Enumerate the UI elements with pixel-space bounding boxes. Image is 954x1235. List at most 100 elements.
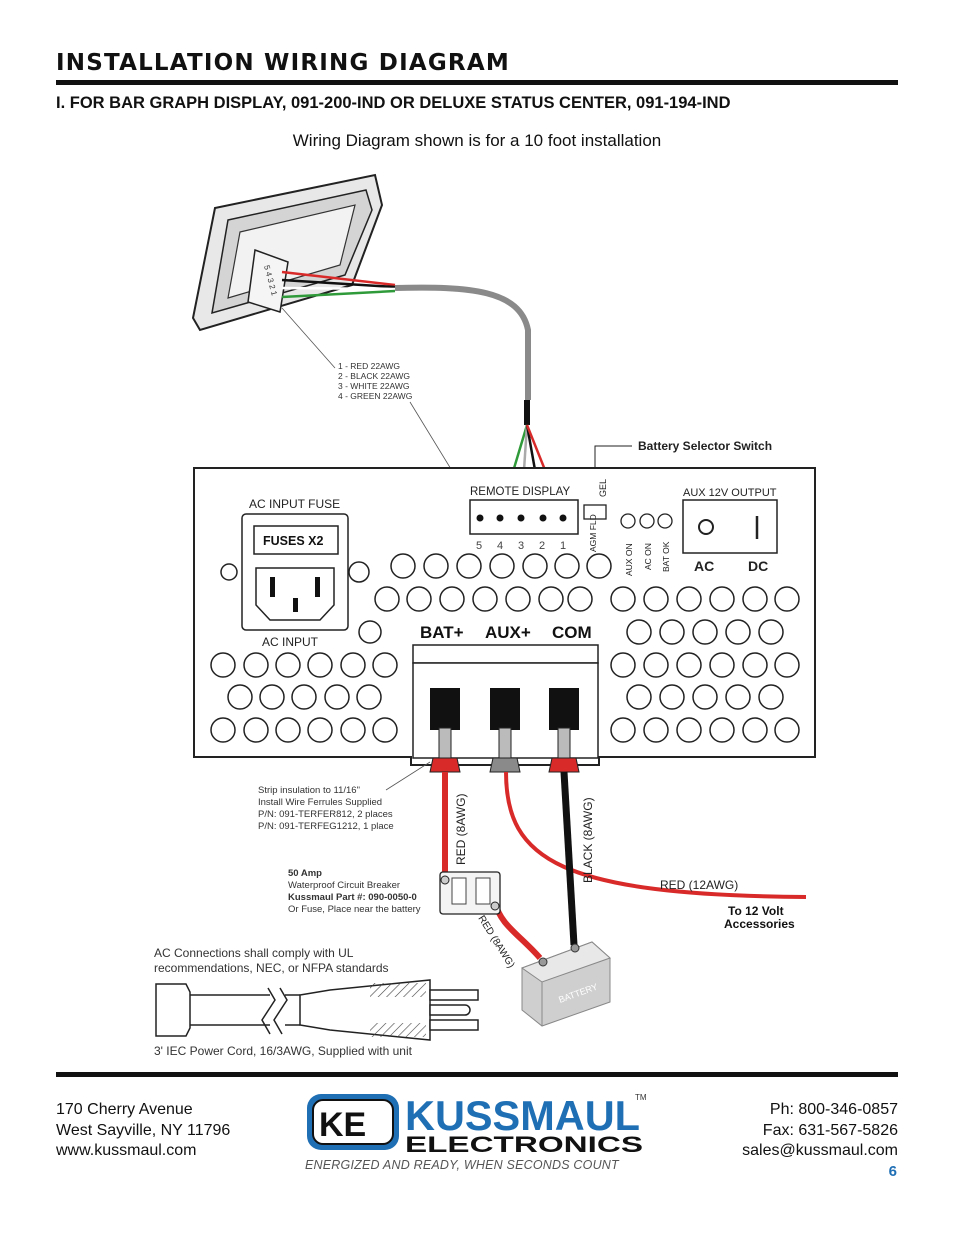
vent-hole bbox=[725, 619, 751, 645]
fax-number: Fax: 631-567-5826 bbox=[762, 1121, 898, 1139]
svg-text:Or Fuse, Place near the batter: Or Fuse, Place near the battery bbox=[288, 904, 421, 915]
agm-fld-label: AGM FLD bbox=[588, 514, 598, 552]
svg-text:KUSSMAUL: KUSSMAUL bbox=[405, 1092, 640, 1139]
ac-input-fuse-label: AC INPUT FUSE bbox=[249, 497, 340, 511]
svg-text:1 - RED 22AWG: 1 - RED 22AWG bbox=[338, 361, 400, 371]
battery: BATTERY bbox=[520, 941, 611, 1027]
vent-hole bbox=[709, 717, 735, 743]
vent-hole bbox=[489, 553, 515, 579]
accessories-label-2: Accessories bbox=[724, 917, 795, 931]
charger-panel bbox=[193, 467, 816, 766]
ac-note: AC Connections shall comply with UL reco… bbox=[154, 946, 389, 975]
svg-text:4: 4 bbox=[497, 540, 503, 552]
email-link[interactable]: sales@kussmaul.com bbox=[742, 1142, 898, 1159]
red-8awg-diag-label: RED (8AWG) bbox=[475, 914, 516, 970]
fuses-label: FUSES X2 bbox=[263, 534, 323, 548]
fuse-holder bbox=[253, 525, 339, 555]
accessories-label-1: To 12 Volt bbox=[728, 904, 784, 918]
status-leds bbox=[620, 513, 673, 529]
vent-hole bbox=[709, 652, 735, 678]
svg-text:AC Connections shall comply wi: AC Connections shall comply with UL bbox=[154, 946, 354, 960]
vent-hole bbox=[643, 717, 669, 743]
breaker-note: 50 Amp Waterproof Circuit Breaker Kussma… bbox=[288, 868, 421, 915]
mount-hole bbox=[358, 620, 382, 644]
vent-hole bbox=[406, 586, 432, 612]
svg-text:2 - BLACK 22AWG: 2 - BLACK 22AWG bbox=[338, 371, 410, 381]
svg-text:Waterproof Circuit Breaker: Waterproof Circuit Breaker bbox=[288, 880, 400, 891]
vent-hole bbox=[340, 717, 366, 743]
vent-hole bbox=[522, 553, 548, 579]
vent-holes bbox=[210, 553, 800, 743]
battery-selector-label: Battery Selector Switch bbox=[638, 439, 772, 453]
connector-pin-numbers: 5 4 3 2 1 bbox=[476, 540, 566, 552]
vent-hole bbox=[423, 553, 449, 579]
cord-note: 3' IEC Power Cord, 16/3AWG, Supplied wit… bbox=[154, 1044, 413, 1058]
red-8awg-label: RED (8AWG) bbox=[454, 793, 468, 865]
vent-hole bbox=[709, 586, 735, 612]
vent-hole bbox=[643, 586, 669, 612]
vent-hole bbox=[340, 652, 366, 678]
logo-tagline: ENERGIZED AND READY, WHEN SECONDS COUNT bbox=[305, 1158, 619, 1172]
aux-on-label: AUX ON bbox=[624, 543, 634, 576]
black-8awg-wire bbox=[560, 771, 578, 946]
vent-hole bbox=[626, 619, 652, 645]
website-link[interactable]: www.kussmaul.com bbox=[56, 1142, 197, 1159]
svg-text:ELECTRONICS: ELECTRONICS bbox=[405, 1132, 643, 1157]
vent-hole bbox=[659, 684, 685, 710]
display-wires bbox=[281, 270, 396, 299]
com-label: COM bbox=[552, 623, 592, 642]
vent-hole bbox=[758, 619, 784, 645]
vent-hole bbox=[259, 684, 285, 710]
vent-hole bbox=[243, 652, 269, 678]
terminal-aux bbox=[489, 688, 521, 773]
vent-hole bbox=[643, 652, 669, 678]
vent-hole bbox=[324, 684, 350, 710]
vent-hole bbox=[626, 684, 652, 710]
vent-hole bbox=[390, 553, 416, 579]
vent-hole bbox=[210, 652, 236, 678]
vent-hole bbox=[676, 652, 702, 678]
ac-input-label: AC INPUT bbox=[262, 635, 319, 649]
vent-hole bbox=[372, 652, 398, 678]
vent-hole bbox=[610, 652, 636, 678]
vent-hole bbox=[275, 717, 301, 743]
strip-note: Strip insulation to 11/16" Install Wire … bbox=[258, 785, 394, 832]
vent-hole bbox=[774, 717, 800, 743]
section-subtitle: I. FOR BAR GRAPH DISPLAY, 091-200-IND OR… bbox=[56, 94, 731, 112]
red-12awg-wire bbox=[504, 771, 807, 899]
ac-label: AC bbox=[694, 558, 714, 574]
vent-hole bbox=[610, 586, 636, 612]
terminal-bat bbox=[429, 688, 461, 773]
vent-hole bbox=[307, 652, 333, 678]
vent-hole bbox=[676, 586, 702, 612]
diagram-caption: Wiring Diagram shown is for a 10 foot in… bbox=[292, 131, 662, 150]
vent-hole bbox=[758, 684, 784, 710]
svg-text:KE: KE bbox=[319, 1106, 366, 1144]
terminal-com bbox=[548, 688, 580, 773]
vent-hole bbox=[291, 684, 317, 710]
vent-hole bbox=[439, 586, 465, 612]
vent-hole bbox=[356, 684, 382, 710]
vent-hole bbox=[659, 619, 685, 645]
svg-text:Kussmaul Part #: 090-0050-0: Kussmaul Part #: 090-0050-0 bbox=[288, 892, 417, 903]
city-line: West Sayville, NY 11796 bbox=[56, 1121, 231, 1139]
svg-text:5: 5 bbox=[476, 540, 482, 552]
bat-plus-label: BAT+ bbox=[420, 623, 464, 642]
vent-hole bbox=[472, 586, 498, 612]
vent-hole bbox=[374, 586, 400, 612]
vent-hole bbox=[725, 684, 751, 710]
vent-hole bbox=[742, 717, 768, 743]
circuit-breaker bbox=[439, 871, 501, 915]
vent-hole bbox=[538, 586, 564, 612]
vent-hole bbox=[210, 717, 236, 743]
svg-text:recommendations, NEC, or NFPA: recommendations, NEC, or NFPA standards bbox=[154, 961, 389, 975]
svg-text:3 - WHITE 22AWG: 3 - WHITE 22AWG bbox=[338, 381, 409, 391]
vent-hole bbox=[275, 652, 301, 678]
gel-label: GEL bbox=[598, 479, 608, 497]
display-cable bbox=[394, 284, 531, 400]
company-address: 170 Cherry Avenue West Sayville, NY 1179… bbox=[56, 1100, 230, 1162]
vent-hole bbox=[307, 717, 333, 743]
svg-text:4 - GREEN 22AWG: 4 - GREEN 22AWG bbox=[338, 391, 412, 401]
black-8awg-label: BLACK (8AWG) bbox=[581, 797, 595, 883]
mount-hole bbox=[220, 563, 238, 581]
